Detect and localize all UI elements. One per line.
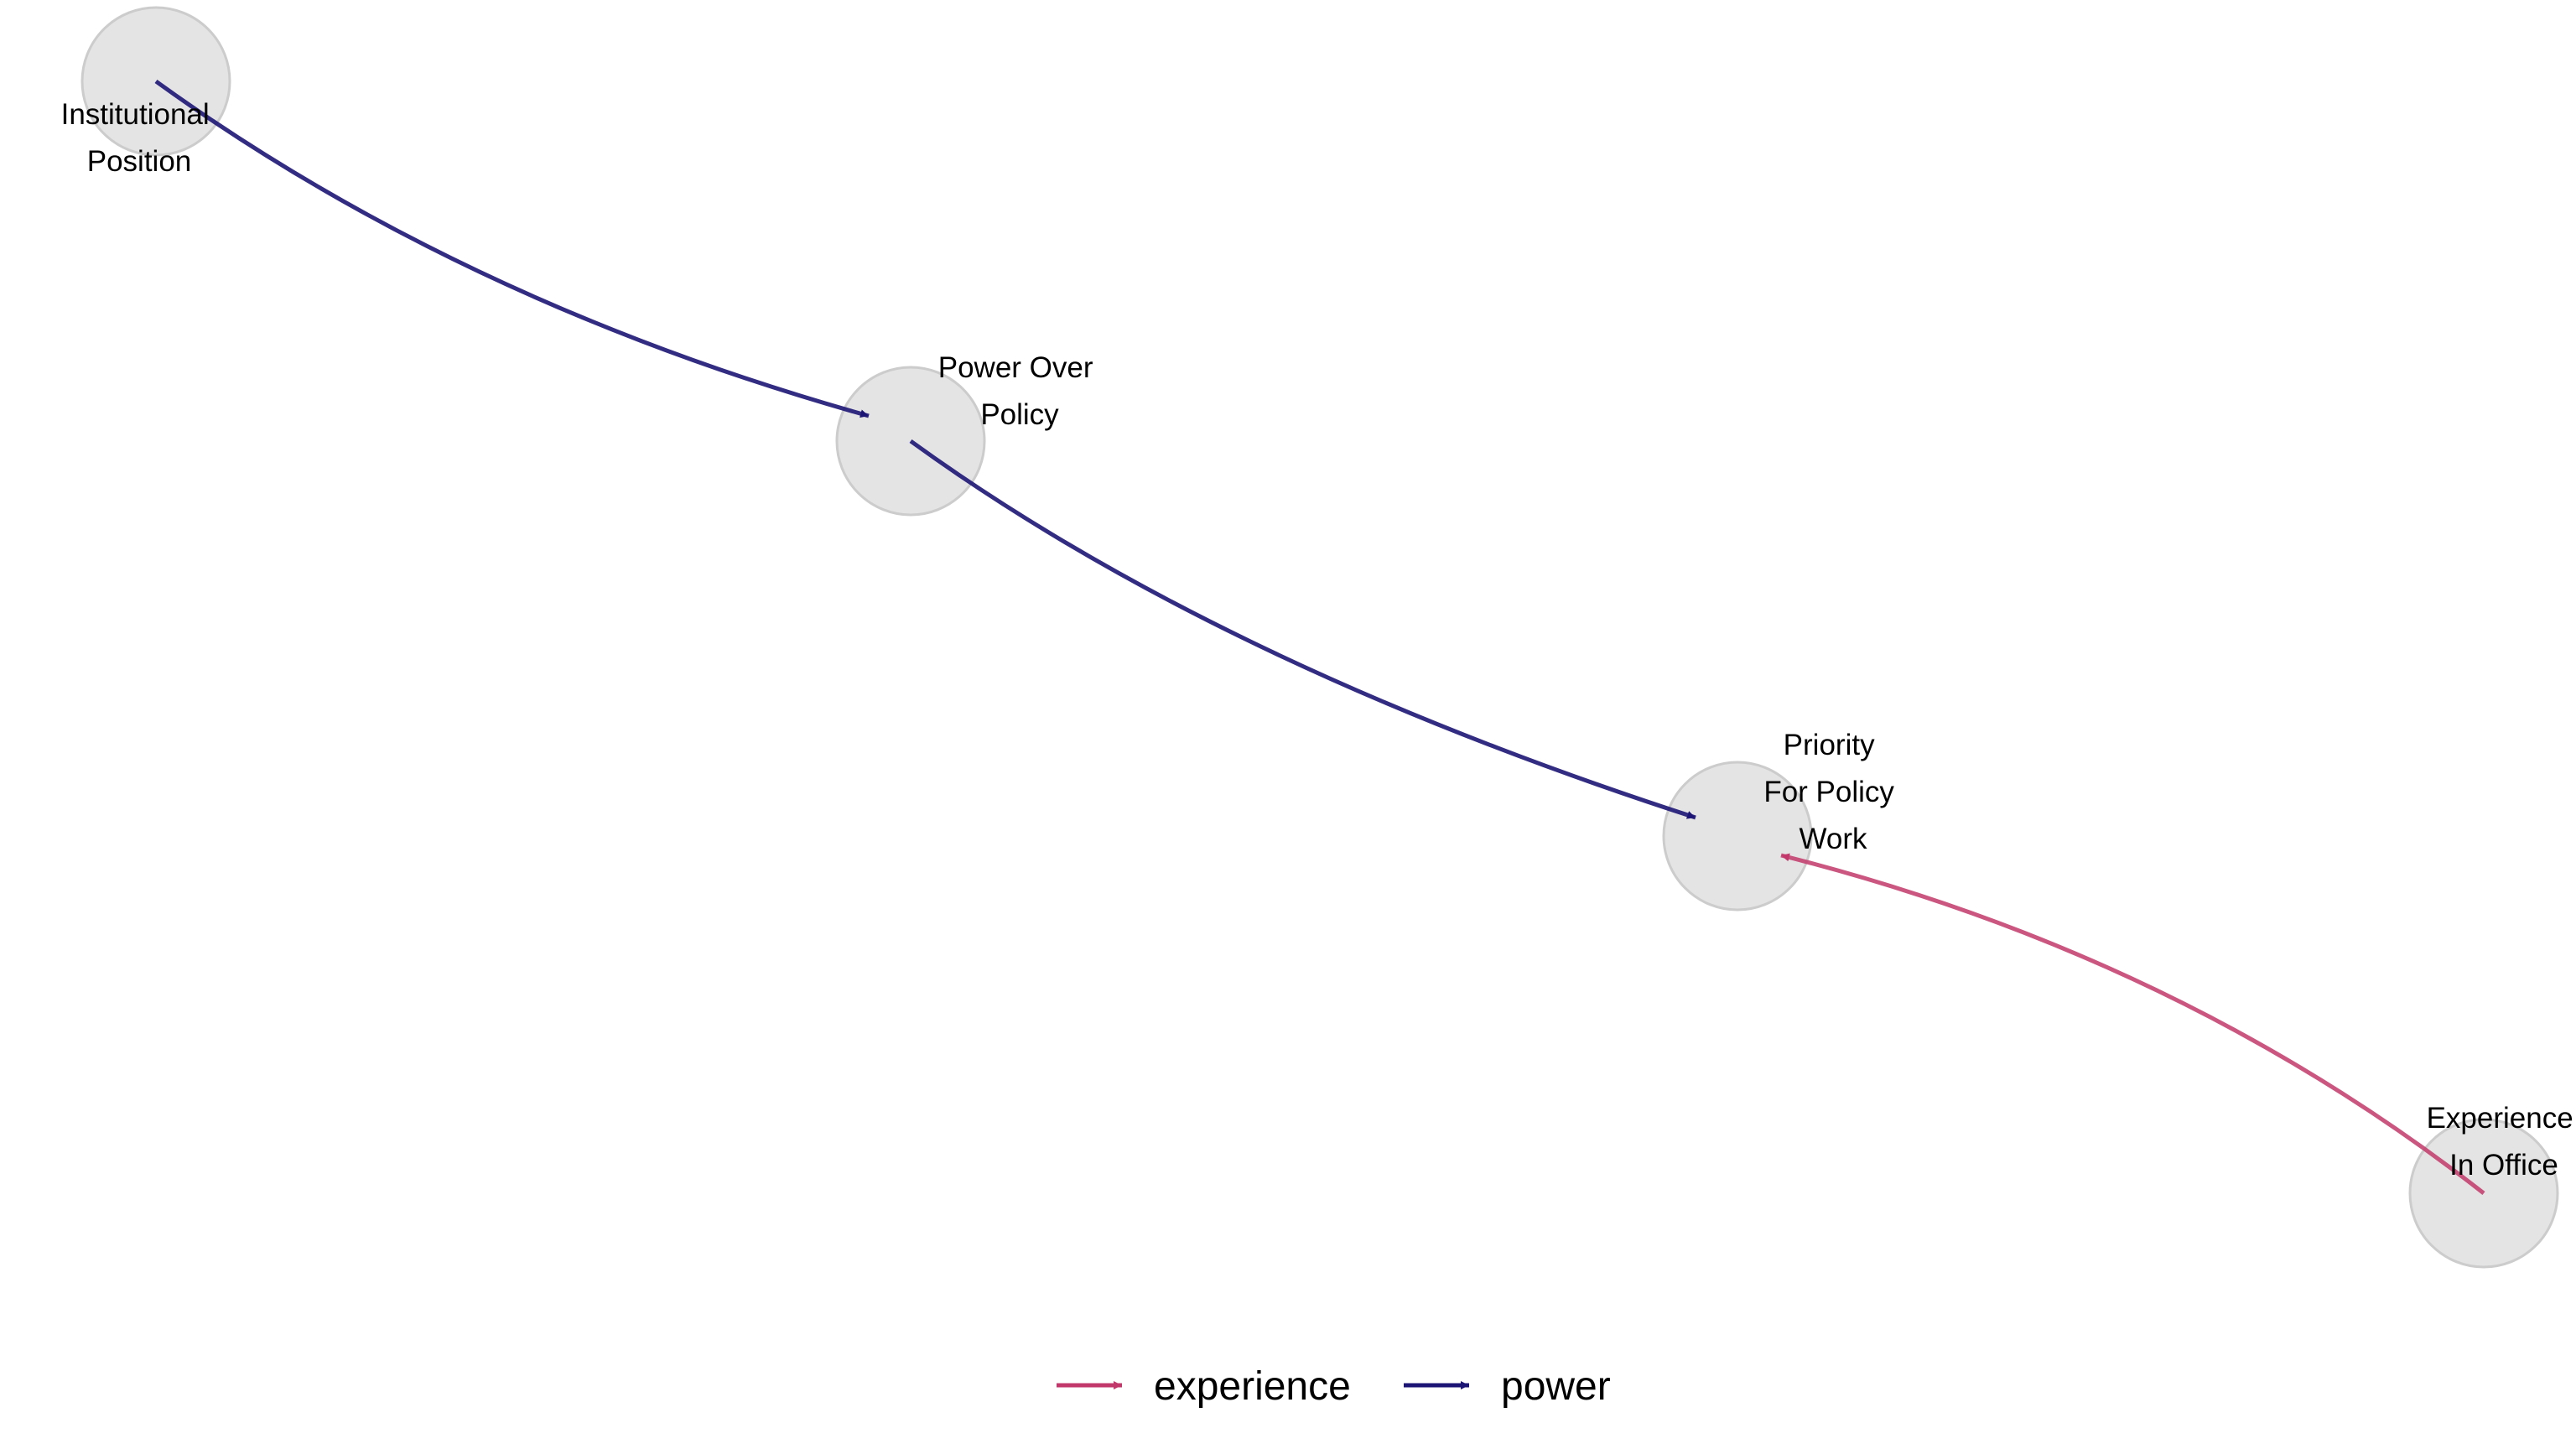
label-line: Institutional <box>61 98 210 131</box>
legend-label-power: power <box>1501 1364 1611 1409</box>
node-label-institutional-position: Institutional Position <box>61 98 218 178</box>
node-label-experience-in-office: Experience In Office <box>2427 1102 2576 1182</box>
label-line: Power Over <box>938 351 1093 384</box>
label-line: For Policy <box>1763 776 1894 808</box>
edge-power-to-priority <box>909 439 1696 820</box>
label-line: Policy <box>980 398 1059 431</box>
node-priority-for-policy-work <box>1662 761 1813 911</box>
label-line: In Office <box>2449 1149 2558 1182</box>
edge-institutional-to-power <box>154 79 870 418</box>
edge-experience-to-priority <box>1780 853 2485 1195</box>
legend-label-experience: experience <box>1154 1364 1351 1409</box>
legend-item-power: power <box>1404 1364 1611 1409</box>
legend-item-experience: experience <box>1057 1364 1351 1409</box>
node-label-priority-for-policy-work: Priority For Policy Work <box>1763 729 1902 855</box>
label-line: Position <box>87 145 192 178</box>
node-circle <box>1662 761 1813 911</box>
label-line: Work <box>1799 823 1867 855</box>
node-label-power-over-policy: Power Over Policy <box>938 351 1102 431</box>
legend: experience power <box>1057 1364 1611 1409</box>
label-line: Experience <box>2427 1102 2573 1135</box>
label-line: Priority <box>1784 729 1875 761</box>
